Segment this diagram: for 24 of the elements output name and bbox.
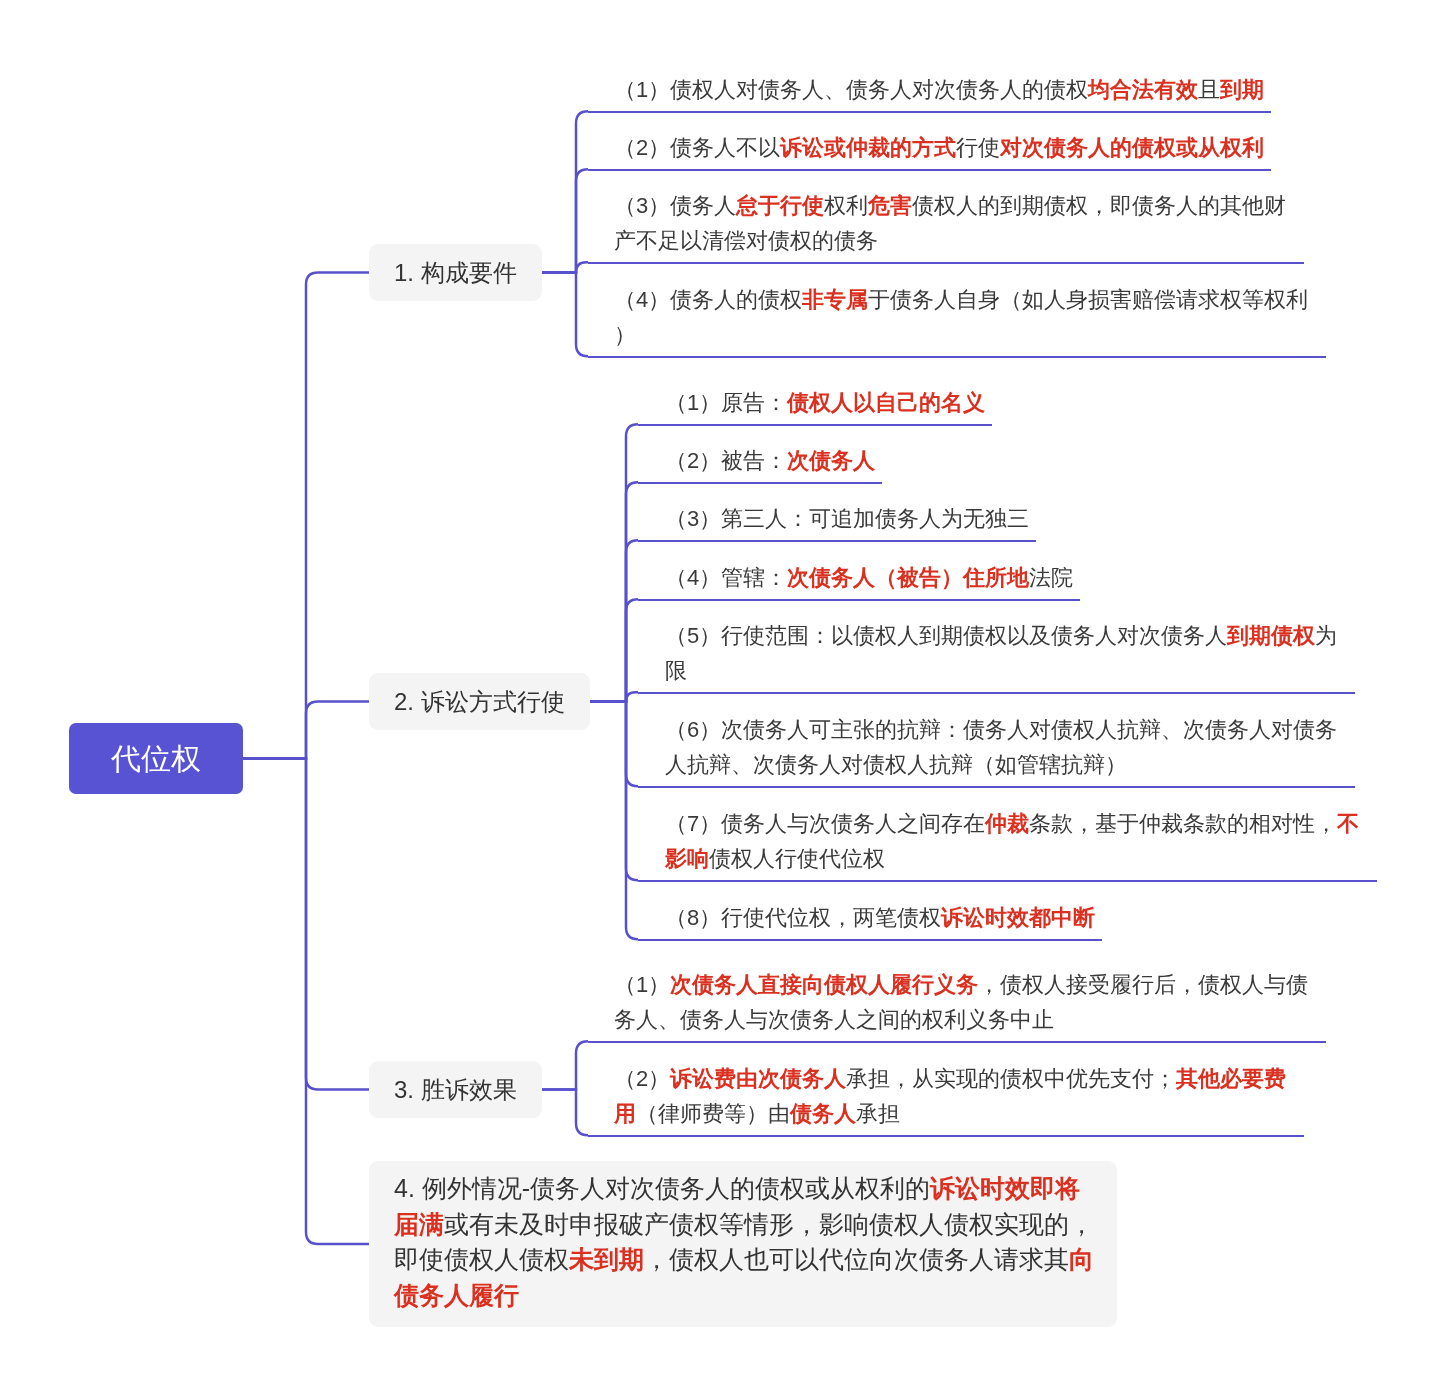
subtopic-label: 2. 诉讼方式行使 (394, 687, 565, 717)
subtopic-box (369, 1061, 542, 1118)
root-topic-label: 代位权 (111, 740, 201, 777)
topic-text: （2）债务人不以诉讼或仲裁的方式行使对次债务人的债权或从权利 (614, 133, 1265, 162)
note-text: 4. 例外情况-债务人对次债务人的债权或从权利的诉讼时效即将届满或有未及时申报破产债权等情形，影响债权人债权实现的，即使债权人债权未到期，债权人也可以代位向次债务人请求其向债务人履行 (394, 1173, 1095, 1311)
topic-text: （2）诉讼费由次债务人承担，从实现的债权中优先支付；其他必要费用（律师费等）由债务人承担 (614, 1064, 1288, 1128)
topic-text: （2）被告：次债务人 (665, 446, 876, 475)
topic-text: （1）原告：债权人以自己的名义 (665, 388, 986, 417)
topic-text: （5）行使范围：以债权人到期债权以及债务人对次债务人到期债权为限 (665, 621, 1339, 685)
topic-text: （4）管辖：次债务人（被告）住所地法院 (665, 563, 1074, 592)
topic-text: （1）债权人对债务人、债务人对次债务人的债权均合法有效且到期 (614, 75, 1265, 104)
subtopic-box (369, 244, 542, 301)
root-topic (69, 723, 243, 794)
note-card (369, 1161, 1117, 1327)
topic-text: （4）债务人的债权非专属于债务人自身（如人身损害赔偿请求权等权利） (614, 285, 1310, 349)
topic-text: （6）次债务人可主张的抗辩：债务人对债权人抗辩、次债务人对债务人抗辩、次债务人对债权人抗辩（如管辖抗辩） (665, 715, 1339, 779)
subtopic-label: 3. 胜诉效果 (394, 1075, 517, 1105)
topic-text: （1）次债务人直接向债权人履行义务，债权人接受履行后，债权人与债务人、债务人与次债务人之间的权利义务中止 (614, 970, 1310, 1034)
subtopic-box (369, 673, 590, 730)
topic-text: （3）第三人：可追加债务人为无独三 (665, 504, 1030, 533)
subtopic-label: 1. 构成要件 (394, 258, 517, 288)
topic-text: （7）债务人与次债务人之间存在仲裁条款，基于仲裁条款的相对性，不影响债权人行使代位权 (665, 809, 1361, 873)
topic-text: （8）行使代位权，两笔债权诉讼时效都中断 (665, 903, 1096, 932)
topic-text: （3）债务人怠于行使权利危害债权人的到期债权，即债务人的其他财产不足以清偿对债权的债务 (614, 191, 1288, 255)
